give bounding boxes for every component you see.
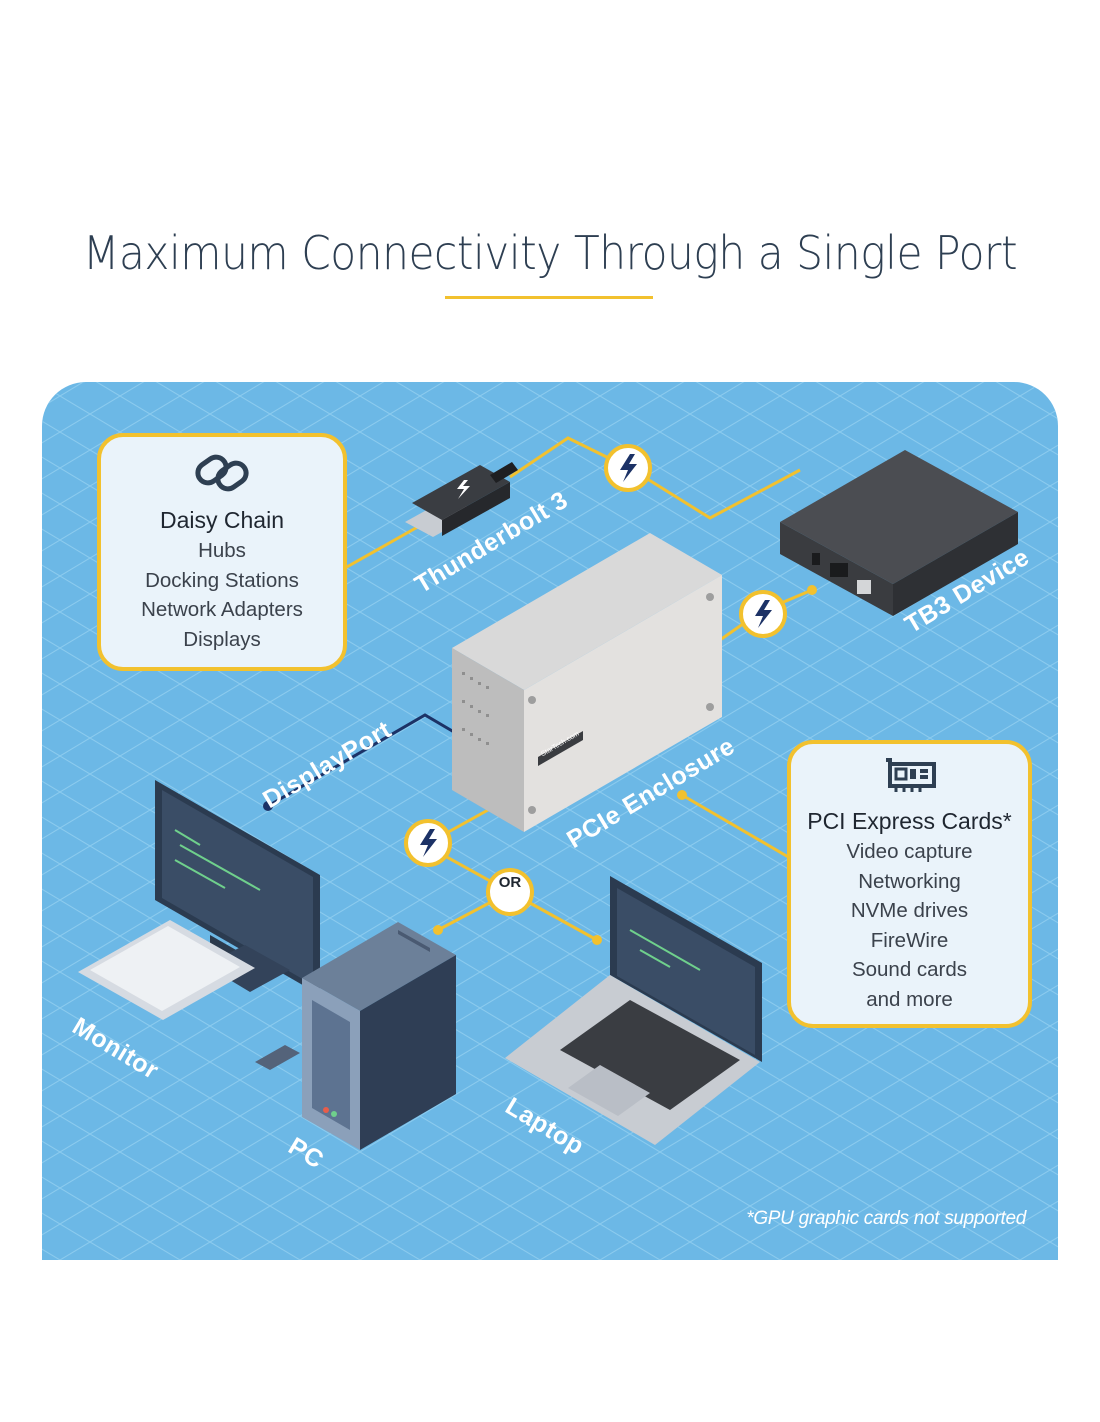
pcie-enclosure <box>452 533 722 832</box>
monitor <box>78 780 320 1070</box>
daisy-chain-item: Docking Stations <box>145 568 299 592</box>
pci-express-cards-box: PCI Express Cards* Video capture Network… <box>787 740 1032 1028</box>
expansion-card-icon <box>885 758 936 792</box>
pci-card-line <box>681 793 791 860</box>
thunderbolt-badge-top <box>604 444 652 492</box>
daisy-chain-line <box>344 518 431 570</box>
laptop <box>505 876 762 1145</box>
daisy-chain-box: Daisy Chain Hubs Docking Stations Networ… <box>97 433 347 671</box>
or-label: OR <box>498 874 522 891</box>
thunderbolt-cable <box>405 462 518 537</box>
thunderbolt-badge-lower <box>404 819 452 867</box>
pci-card-item: Sound cards <box>851 958 968 981</box>
pci-express-cards-title: PCI Express Cards* <box>807 808 1012 834</box>
pci-card-item: Video capture <box>846 840 973 863</box>
tb3-device <box>780 450 1018 1010</box>
thunderbolt-badge-right <box>739 590 787 638</box>
daisy-chain-item: Network Adapters <box>141 598 303 621</box>
pc-tower <box>302 922 456 1150</box>
pci-card-item: Networking <box>858 869 961 893</box>
daisy-chain-item: Displays <box>183 627 261 651</box>
page-title: Maximum Connectivity Through a Single Po… <box>82 226 1018 280</box>
displayport-dot <box>263 801 273 811</box>
pci-card-item: FireWire <box>870 928 949 952</box>
pci-card-item: NVMe drives <box>850 899 969 922</box>
chain-link-icon <box>195 454 249 492</box>
cable-end-dots <box>433 585 817 945</box>
pci-card-item: and more <box>866 987 953 1011</box>
daisy-chain-item: Hubs <box>198 539 246 562</box>
or-badge <box>486 868 534 916</box>
footnote: *GPU graphic cards not supported <box>746 1208 1026 1229</box>
daisy-chain-title: Daisy Chain <box>160 507 284 533</box>
title-underline <box>445 296 653 299</box>
